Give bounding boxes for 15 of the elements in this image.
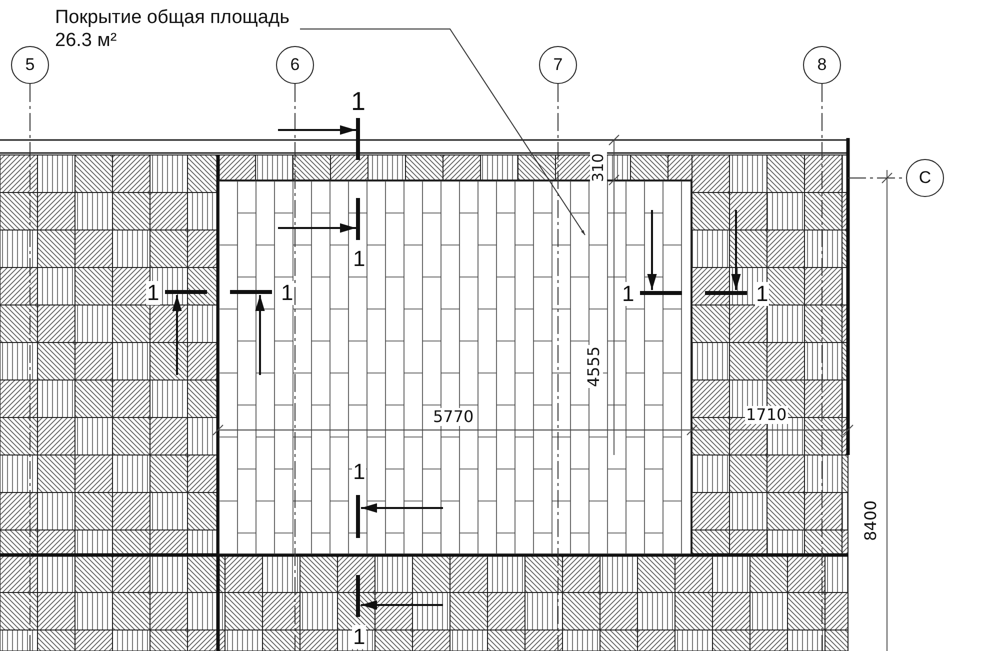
axis-bubble: 8 [803, 46, 841, 84]
section-number: 1 [146, 281, 160, 305]
axis-bubble: C [906, 159, 944, 197]
axis-bubble: 5 [11, 46, 49, 84]
axis-bubble: 7 [539, 46, 577, 84]
section-number: 1 [352, 625, 366, 649]
dimension-value: 1710 [745, 406, 788, 424]
axis-bubble: 6 [276, 46, 314, 84]
dimension-value: 5770 [432, 408, 475, 426]
leader-line [300, 28, 586, 236]
dimension-value: 310 [590, 152, 607, 183]
dimension-value: 4555 [585, 345, 603, 388]
section-number: 1 [621, 282, 636, 306]
section-number: 1 [755, 282, 770, 306]
section-number: 1 [280, 281, 294, 305]
